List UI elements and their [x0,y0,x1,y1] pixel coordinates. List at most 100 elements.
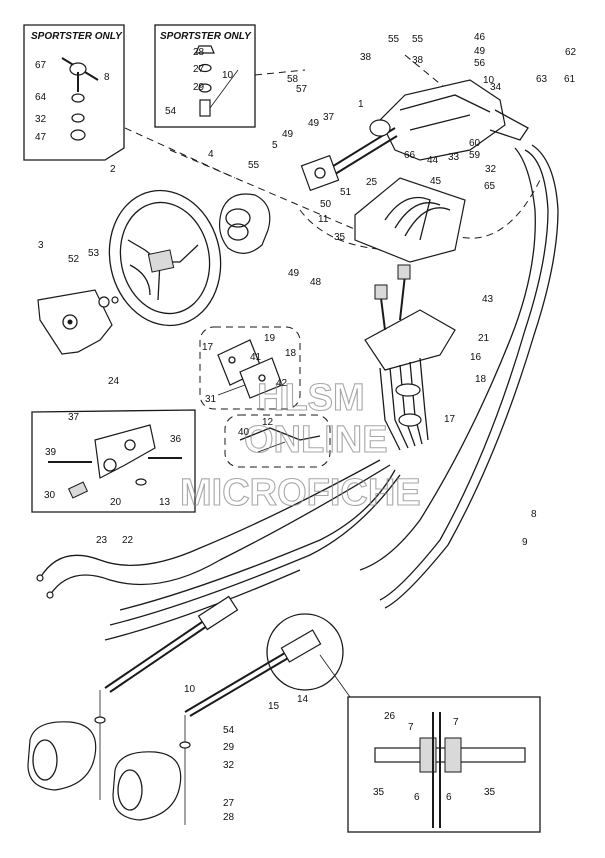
callout-label-45: 45 [430,176,442,187]
watermark-line-3: MICROFICHE [180,472,421,514]
callout-label-48: 48 [310,277,322,288]
callout-label-16: 16 [470,352,482,363]
callout-label-54: 54 [165,106,177,117]
bracket-sub-assembly-inset [31,409,196,513]
callout-label-8: 8 [104,72,110,83]
cable-adjuster-detail-inset [319,654,541,833]
callout-label-47: 47 [35,132,47,143]
callout-label-35-3: 35 [484,787,496,798]
callout-label-5: 5 [272,140,278,151]
callout-label-54-2: 54 [223,725,235,736]
callout-label-23: 23 [96,535,108,546]
callout-label-53: 53 [88,248,100,259]
callout-label-37-2: 37 [323,112,335,123]
cable-clip-inset [224,414,331,468]
sportster-inset-left: SPORTSTER ONLY [23,24,125,161]
callout-label-46: 46 [474,32,486,43]
callout-label-18-2: 18 [475,374,487,385]
callout-label-41: 41 [250,352,262,363]
callout-label-39: 39 [45,447,57,458]
callout-label-28: 28 [193,47,205,58]
callout-label-8-2: 8 [531,509,537,520]
callout-label-22: 22 [122,535,134,546]
callout-label-28-2: 28 [223,812,235,823]
column-shroud-part [218,193,271,254]
callout-label-10-2: 10 [483,75,495,86]
callout-label-33: 33 [448,152,460,163]
callout-label-66: 66 [404,150,416,161]
sportster-inset-right: SPORTSTER ONLY [154,24,256,128]
callout-label-7: 7 [408,722,414,733]
watermark-line-2: ONLINE [244,419,388,461]
callout-label-40: 40 [238,427,250,438]
callout-label-27: 27 [193,64,205,75]
callout-label-6-2: 6 [446,792,452,803]
callout-label-50: 50 [320,199,332,210]
callout-label-63: 63 [536,74,548,85]
callout-label-67: 67 [35,60,47,71]
callout-label-42: 42 [276,378,288,389]
callout-label-14: 14 [297,694,309,705]
callout-label-3: 3 [38,240,44,251]
callout-label-2: 2 [110,164,116,175]
cable-end-ferrules [104,595,344,717]
callout-label-60: 60 [469,138,481,149]
callout-label-7-2: 7 [453,717,459,728]
callout-label-12: 12 [262,417,274,428]
watermark-line-1: HLSM [257,377,365,419]
link-plate-inset [199,326,301,410]
callout-label-13: 13 [159,497,171,508]
callout-label-51: 51 [340,187,352,198]
callout-label-29: 29 [193,82,205,93]
callout-label-61: 61 [564,74,576,85]
callout-label-35-2: 35 [373,787,385,798]
callout-label-37: 37 [68,412,80,423]
callout-label-65: 65 [484,181,496,192]
callout-label-32-2: 32 [223,760,235,771]
callout-label-49: 49 [282,129,294,140]
callout-label-38: 38 [360,52,372,63]
callout-label-52: 52 [68,254,80,265]
inset-right-title: SPORTSTER ONLY [160,31,252,42]
callout-label-43: 43 [482,294,494,305]
callout-label-49-4: 49 [474,46,486,57]
callout-label-9: 9 [522,537,528,548]
callout-label-32: 32 [35,114,47,125]
callout-label-10-3: 10 [184,684,196,695]
callout-label-58: 58 [287,74,299,85]
callout-label-36: 36 [170,434,182,445]
callout-label-44: 44 [427,155,439,166]
callout-label-4: 4 [208,149,214,160]
callout-label-62: 62 [565,47,577,58]
callout-label-1: 1 [358,99,364,110]
callout-label-34: 34 [490,82,502,93]
callout-label-55-3: 55 [412,34,424,45]
callout-label-19: 19 [264,333,276,344]
callout-label-24: 24 [108,376,120,387]
callout-label-38-2: 38 [412,55,424,66]
callout-label-31: 31 [205,394,217,405]
steering-wheel-part [108,189,222,327]
callout-label-35: 35 [334,232,346,243]
column-bracket-part [300,154,340,192]
t-handle-part [61,57,99,141]
watermark: HLSM ONLINE MICROFICHE [179,376,421,514]
callout-label-15: 15 [268,701,280,712]
stud-stack-part [195,45,239,117]
callout-label-25: 25 [366,177,378,188]
callout-label-29-2: 29 [223,742,235,753]
shift-housing-cover-part [354,177,466,263]
callout-label-59: 59 [469,150,481,161]
callout-label-20: 20 [110,497,122,508]
callout-label-55: 55 [248,160,260,171]
callout-label-26: 26 [384,711,396,722]
callout-label-49-3: 49 [288,268,300,279]
callout-label-17-2: 17 [444,414,456,425]
callout-label-57: 57 [296,84,308,95]
jet-nozzles [27,690,191,825]
callout-label-17: 17 [202,342,214,353]
callout-label-56: 56 [474,58,486,69]
callout-label-18: 18 [285,348,297,359]
